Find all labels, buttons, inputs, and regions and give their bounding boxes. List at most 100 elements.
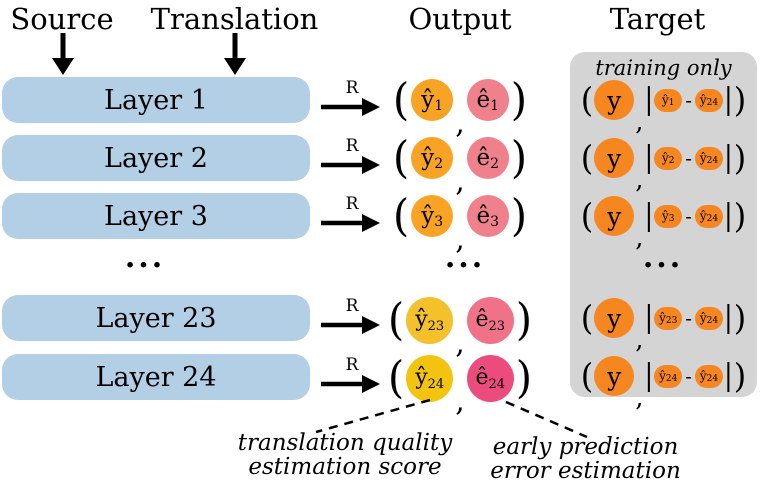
regressor-label-24: R — [346, 355, 360, 375]
yhat-ref-sub: 24 — [706, 155, 719, 166]
ehat-glyph: ê — [476, 202, 491, 229]
lparen: ( — [392, 131, 410, 184]
source-down-arrow-head — [52, 58, 74, 75]
ehat-glyph: ê — [475, 307, 489, 332]
lparen: ( — [392, 73, 410, 126]
regressor-arrow-2-head — [362, 156, 380, 174]
y-circle: y — [594, 80, 635, 120]
yhat-glyph: ŷ — [661, 209, 669, 223]
regressor-arrow-3: R — [321, 194, 380, 232]
comma: , — [455, 164, 465, 199]
yhat-sub: 23 — [427, 318, 445, 334]
lparen: ( — [580, 79, 594, 120]
layer-1-label: Layer 1 — [104, 84, 208, 116]
yhat-glyph: ŷ — [699, 209, 707, 223]
layer-24-block: Layer 24 — [2, 354, 310, 400]
lparen: ( — [580, 137, 594, 178]
rparen: ) — [510, 189, 528, 242]
comma: , — [635, 223, 644, 254]
layers-ellipsis: ... — [124, 240, 166, 275]
yhat-glyph: ŷ — [699, 151, 707, 165]
regressor-arrow-1: R — [321, 78, 380, 116]
regressor-arrow-24-head — [362, 375, 380, 393]
yhat-ref-sub: 24 — [706, 373, 719, 384]
yhat-glyph: ŷ — [421, 144, 435, 171]
lparen: ( — [580, 195, 594, 236]
regressor-arrow-23: R — [321, 296, 380, 334]
quality-caption-line2: estimation score — [248, 454, 442, 480]
quality-caption-line1: translation quality — [237, 430, 453, 456]
regressor-arrow-1-head — [362, 98, 380, 116]
rparen: ) — [515, 293, 533, 346]
ehat-sub: 1 — [490, 98, 500, 114]
translation-down-arrow — [224, 33, 246, 75]
output-ellipsis: ... — [444, 240, 486, 275]
rparen: ) — [733, 137, 747, 178]
error-caption-line1: early prediction — [492, 434, 679, 460]
quality-caption: translation quality estimation score — [235, 431, 455, 479]
header-target: Target — [609, 2, 706, 36]
abs-bar: | — [644, 198, 654, 234]
yhat-sub: 1 — [434, 98, 444, 114]
comma: , — [635, 383, 644, 414]
rparen: ) — [733, 297, 747, 338]
y-glyph: y — [607, 303, 622, 333]
layer-23-block: Layer 23 — [2, 295, 310, 341]
regressor-arrow-23-head — [362, 316, 380, 334]
lparen: ( — [392, 189, 410, 242]
abs-bar: | — [644, 300, 654, 336]
yhat-sub: 23 — [665, 315, 678, 326]
yhat-glyph: ŷ — [415, 307, 428, 332]
ehat-sub: 3 — [490, 214, 500, 230]
yhat-sub: 3 — [668, 213, 675, 224]
yhat-glyph: ŷ — [659, 369, 666, 383]
layer-24-label: Layer 24 — [95, 361, 217, 393]
regressor-arrow-24: R — [321, 355, 380, 393]
yhat-ref-sub: 24 — [706, 97, 719, 108]
lparen: ( — [580, 297, 594, 338]
minus-sign: - — [685, 364, 693, 388]
error-callout-line — [505, 400, 588, 439]
ehat-sub: 2 — [490, 156, 500, 172]
yhat-glyph: ŷ — [699, 93, 707, 107]
minus-sign: - — [685, 306, 693, 330]
abs-bar: | — [644, 82, 654, 118]
y-glyph: y — [607, 143, 622, 173]
header-source: Source — [10, 2, 114, 36]
y-glyph: y — [607, 361, 622, 391]
abs-bar: | — [724, 82, 733, 118]
yhat-sub: 1 — [668, 97, 675, 108]
abs-bar: | — [724, 358, 733, 394]
ehat-glyph: ê — [475, 365, 489, 390]
translation-down-arrow-head — [224, 58, 246, 75]
lparen: ( — [387, 293, 405, 346]
header-output: Output — [408, 2, 512, 36]
comma: , — [635, 165, 644, 196]
regressor-label-1: R — [346, 78, 360, 98]
target-ellipsis: ... — [642, 240, 684, 275]
y-circle: y — [594, 356, 635, 396]
yhat-glyph: ŷ — [421, 202, 435, 229]
layer-3-block: Layer 3 — [2, 193, 310, 239]
rparen: ) — [733, 355, 747, 396]
